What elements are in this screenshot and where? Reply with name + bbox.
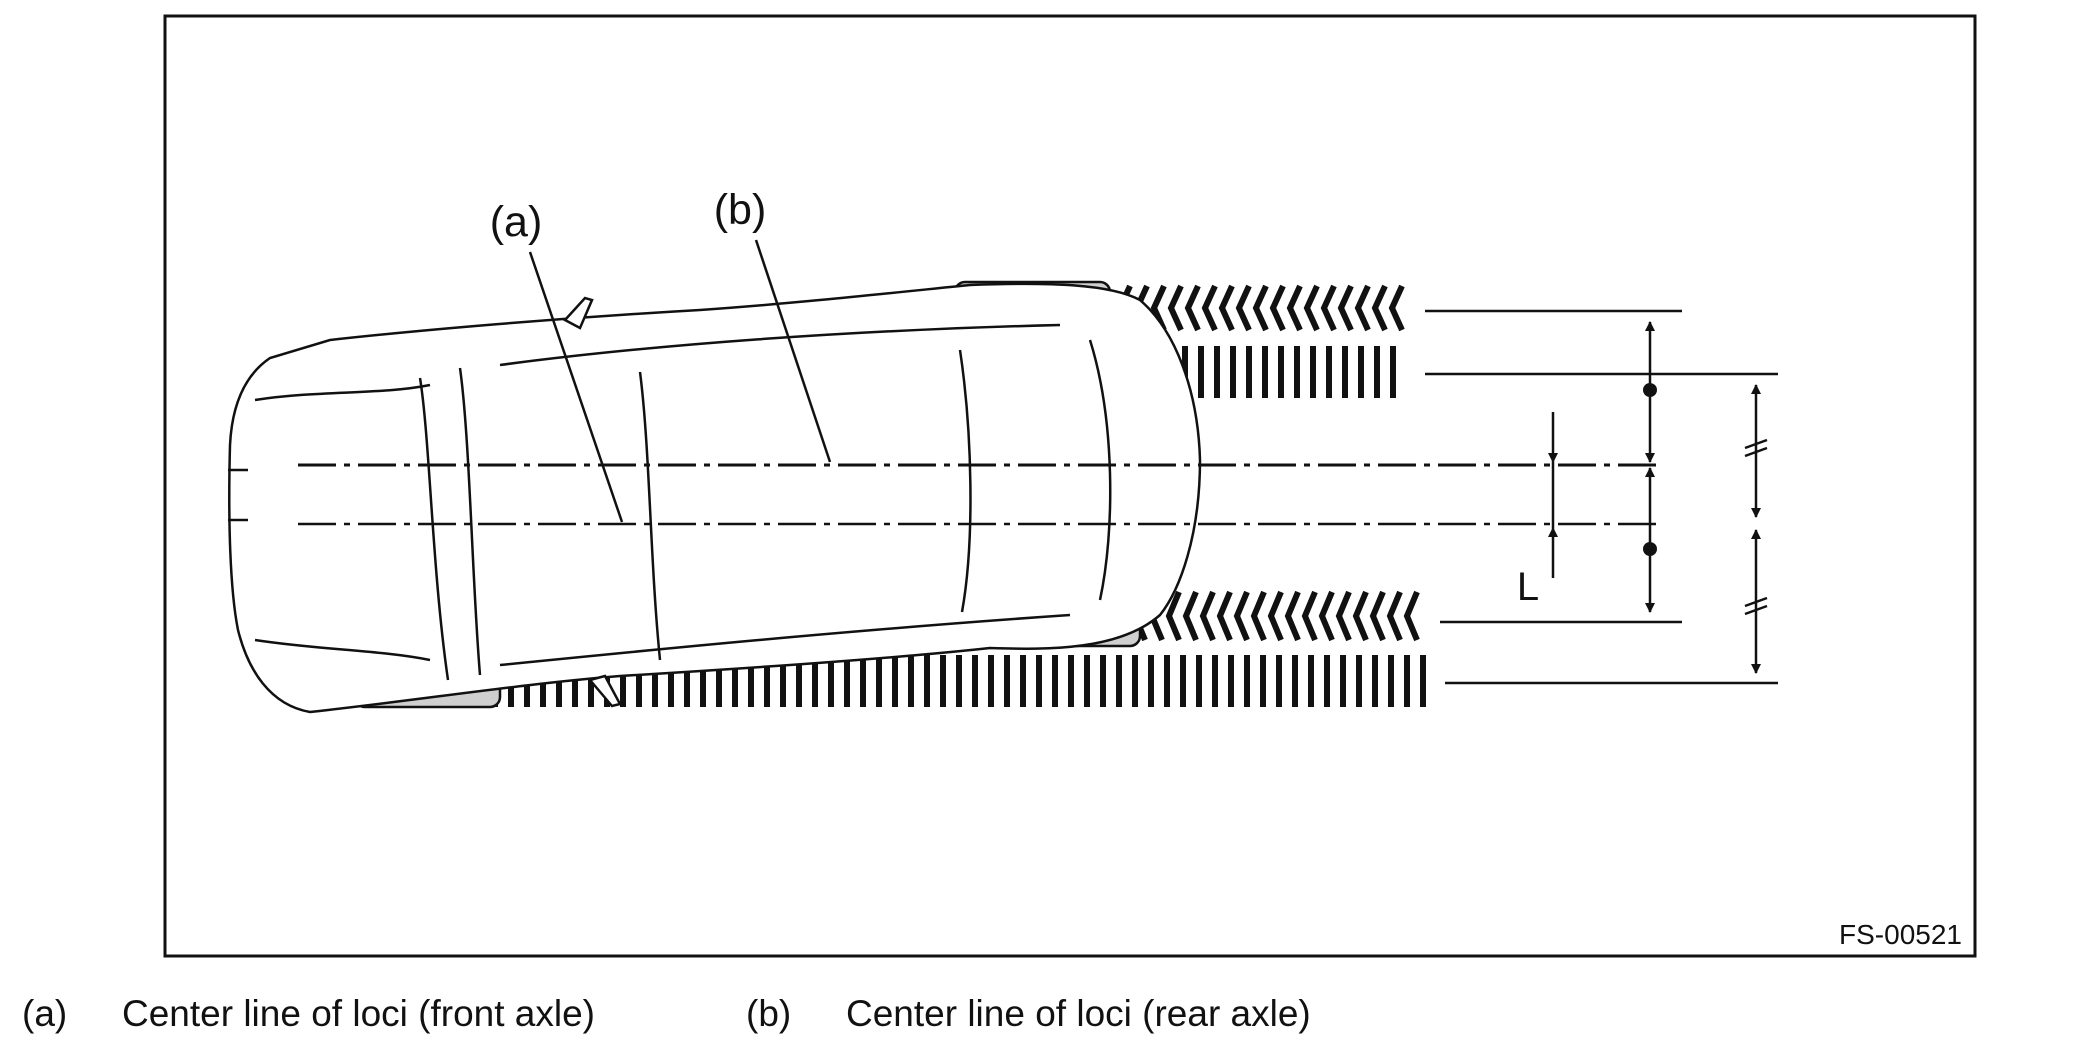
tread-chevron — [1167, 284, 1184, 332]
tread-chevron — [1303, 284, 1320, 332]
tread-chevron — [1216, 590, 1233, 642]
car-top-view — [228, 280, 1202, 714]
tread-chevron — [1267, 590, 1284, 642]
car-body-outline — [228, 282, 1202, 714]
tread-chevron — [1388, 284, 1405, 332]
legend-item-b: (b) Center line of loci (rear axle) — [746, 994, 1311, 1034]
legend-key-a: (a) — [22, 993, 68, 1034]
tread-chevron — [1371, 284, 1388, 332]
diagram-frame — [163, 14, 1977, 958]
tread-chevron — [1354, 284, 1371, 332]
tread-chevron — [1403, 590, 1420, 642]
legend-text-b: Center line of loci (rear axle) — [846, 993, 1311, 1034]
tread-chevron — [1301, 590, 1318, 642]
midpoint-dot-upper — [1643, 383, 1657, 397]
tread-chevron — [1369, 590, 1386, 642]
tread-chevron — [1235, 284, 1252, 332]
offset-L-label: L — [1517, 565, 1539, 609]
callout-b-label: (b) — [714, 186, 767, 234]
tread-chevron — [1184, 284, 1201, 332]
tread-chevron — [1201, 284, 1218, 332]
tread-chevron — [1335, 590, 1352, 642]
tire-track-lower-rear — [1131, 590, 1420, 642]
tread-chevron — [1352, 590, 1369, 642]
figure-id: FS-00521 — [1839, 919, 1962, 950]
dimension-extension-lines — [1425, 309, 1778, 685]
tread-chevron — [1199, 590, 1216, 642]
tread-chevron — [1286, 284, 1303, 332]
tread-chevron — [1218, 284, 1235, 332]
legend-item-a: (a) Center line of loci (front axle) — [22, 994, 595, 1034]
legend-key-b: (b) — [746, 993, 792, 1034]
legend-text-a: Center line of loci (front axle) — [122, 993, 595, 1034]
equal-length-ticks — [1744, 438, 1768, 616]
tread-chevron — [1320, 284, 1337, 332]
tread-chevron — [1269, 284, 1286, 332]
tread-chevron — [1318, 590, 1335, 642]
tread-chevron — [1252, 284, 1269, 332]
tread-chevron — [1233, 590, 1250, 642]
midpoint-dot-lower — [1643, 542, 1657, 556]
tread-chevron — [1386, 590, 1403, 642]
tread-chevron — [1165, 590, 1182, 642]
callout-b-leader — [754, 239, 832, 463]
tread-chevron — [1182, 590, 1199, 642]
callout-a-label: (a) — [490, 198, 543, 246]
tread-chevron — [1250, 590, 1267, 642]
callout-a-leader — [528, 251, 624, 523]
tread-chevron — [1337, 284, 1354, 332]
tire-track-upper-rear — [1116, 284, 1405, 332]
tread-chevron — [1284, 590, 1301, 642]
